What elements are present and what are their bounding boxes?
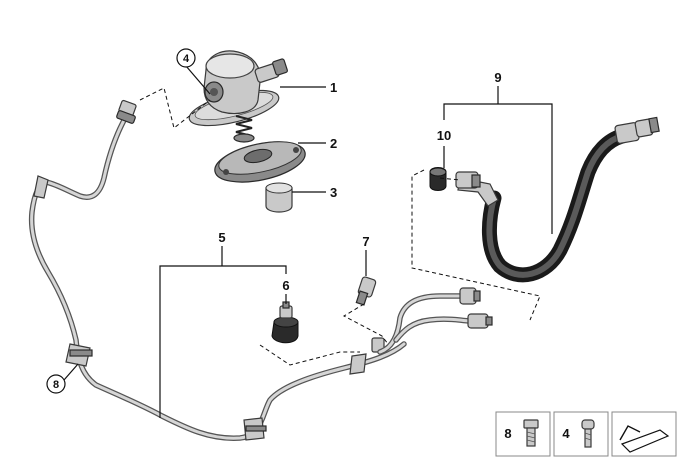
callout-3: 3 bbox=[330, 185, 337, 200]
direction-arrow-icon bbox=[619, 425, 670, 453]
callout-7: 7 bbox=[362, 234, 369, 249]
fuel-hose bbox=[455, 116, 660, 283]
legend: 8 4 bbox=[495, 411, 677, 457]
callout-4-circle bbox=[176, 48, 196, 68]
callout-2: 2 bbox=[330, 136, 337, 151]
callout-labels: 1 2 3 4 5 6 7 8 9 10 bbox=[46, 48, 502, 394]
adapter-ring bbox=[214, 141, 306, 183]
plug-screw bbox=[355, 276, 377, 306]
callout-6: 6 bbox=[282, 278, 289, 293]
screw-icon bbox=[581, 419, 595, 448]
leader-lines bbox=[63, 65, 553, 418]
roller-tappet bbox=[265, 182, 293, 213]
callout-9: 9 bbox=[494, 70, 501, 85]
fuel-line-long bbox=[28, 99, 407, 441]
pressure-sensor bbox=[271, 301, 299, 344]
bolt-icon bbox=[523, 419, 539, 447]
hose-clamp bbox=[429, 167, 447, 191]
assembly-lines bbox=[139, 87, 541, 366]
legend-box-screw bbox=[553, 411, 609, 457]
legend-box-bolt bbox=[495, 411, 551, 457]
callout-8-circle bbox=[46, 374, 66, 394]
legend-label-4: 4 bbox=[562, 426, 570, 441]
callout-4: 4 bbox=[183, 53, 190, 65]
legend-box-direction bbox=[611, 411, 677, 457]
callout-5: 5 bbox=[218, 230, 225, 245]
fuel-line-short bbox=[377, 287, 493, 355]
high-pressure-pump bbox=[188, 50, 288, 143]
callout-1: 1 bbox=[330, 80, 337, 95]
callout-10: 10 bbox=[437, 128, 451, 143]
legend-label-8: 8 bbox=[504, 426, 511, 441]
callout-8: 8 bbox=[53, 379, 59, 391]
